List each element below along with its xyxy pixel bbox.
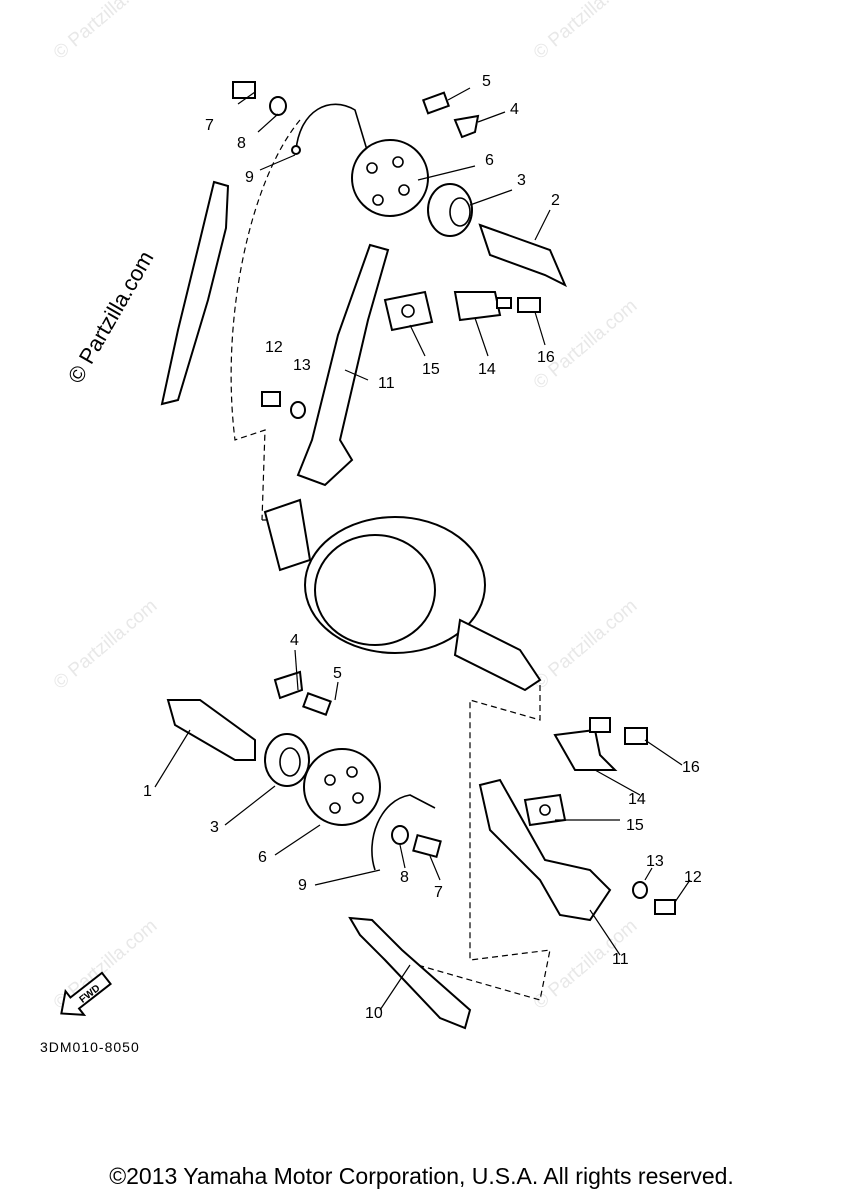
- cam-chain: [371, 794, 436, 871]
- callout-8: 8: [400, 869, 409, 886]
- callout-6: 6: [258, 849, 267, 866]
- bolt-16: [624, 727, 648, 745]
- callout-5: 5: [333, 665, 342, 682]
- callout-9: 9: [298, 877, 307, 894]
- washer-13: [632, 881, 648, 899]
- callout-14: 14: [478, 361, 496, 378]
- callout-7: 7: [205, 117, 214, 134]
- chain-guide-rear: [160, 180, 230, 406]
- bolt-12: [261, 391, 281, 407]
- leader-lines: [154, 87, 691, 1011]
- chain-loop-outline: [230, 119, 301, 521]
- watermark: © Partzilla.com: [530, 595, 642, 693]
- bolt-16: [517, 297, 541, 313]
- callout-12: 12: [265, 339, 283, 356]
- callout-14: 14: [628, 791, 646, 808]
- callout-2: 2: [551, 192, 560, 209]
- callout-4: 4: [510, 101, 519, 118]
- watermark-vertical: © Partzilla.com: [63, 247, 159, 388]
- callout-10: 10: [365, 1005, 383, 1022]
- watermark: © Partzilla.com: [50, 0, 162, 64]
- callout-4: 4: [290, 632, 299, 649]
- tensioner-guide: [478, 778, 612, 922]
- watermark: © Partzilla.com: [530, 295, 642, 393]
- bolt-12: [654, 899, 676, 915]
- callout-16: 16: [682, 759, 700, 776]
- cam-sprocket: [303, 748, 381, 826]
- callout-13: 13: [646, 853, 664, 870]
- callout-12: 12: [684, 869, 702, 886]
- chain-guide-front: [348, 916, 472, 1030]
- bolt-7: [412, 833, 442, 859]
- cam-sprocket: [351, 139, 429, 217]
- tensioner-guide: [296, 243, 390, 487]
- camshaft: [166, 699, 256, 761]
- crankshaft: [262, 498, 551, 1001]
- bearing: [264, 733, 310, 787]
- callout-16: 16: [537, 349, 555, 366]
- chain-tensioner: [453, 291, 502, 322]
- callout-3: 3: [210, 819, 219, 836]
- bolt-5: [421, 91, 451, 115]
- plate-4: [453, 114, 480, 139]
- washer-13: [290, 401, 306, 419]
- callout-15: 15: [626, 817, 644, 834]
- upper-assembly: [160, 81, 567, 521]
- bolt-7: [232, 81, 256, 99]
- chain-tensioner: [553, 728, 618, 771]
- copyright-notice: ©2013 Yamaha Motor Corporation, U.S.A. A…: [109, 1163, 734, 1189]
- bolt-5: [302, 692, 332, 716]
- callout-11: 11: [612, 951, 629, 968]
- lower-callouts: 4 5 1 3 6 9 8 7 10 16 14 15 13 12 11: [143, 632, 702, 1022]
- callout-8: 8: [237, 135, 246, 152]
- callout-9: 9: [245, 169, 254, 186]
- washer-8: [269, 96, 287, 116]
- callout-13: 13: [293, 357, 311, 374]
- upper-callouts: 5 4 7 8 6 3 9 2 12 13 11 15 14 16: [205, 73, 560, 392]
- callout-6: 6: [485, 152, 494, 169]
- callout-15: 15: [422, 361, 440, 378]
- exploded-parts-diagram: © Partzilla.com © Partzilla.com © Partzi…: [40, 0, 702, 1055]
- callout-1: 1: [143, 783, 152, 800]
- callout-11: 11: [378, 375, 395, 392]
- callout-3: 3: [517, 172, 526, 189]
- cam-chain: [295, 103, 371, 161]
- washer-8: [391, 825, 409, 845]
- gasket: [383, 290, 434, 332]
- watermark: © Partzilla.com: [530, 0, 642, 64]
- lower-assembly: [166, 670, 676, 1030]
- camshaft: [478, 223, 567, 288]
- diagram-code: 3DM010-8050: [40, 1039, 140, 1055]
- callout-5: 5: [482, 73, 491, 90]
- plate-4: [273, 670, 304, 700]
- watermark: © Partzilla.com: [50, 595, 162, 693]
- callout-7: 7: [434, 884, 443, 901]
